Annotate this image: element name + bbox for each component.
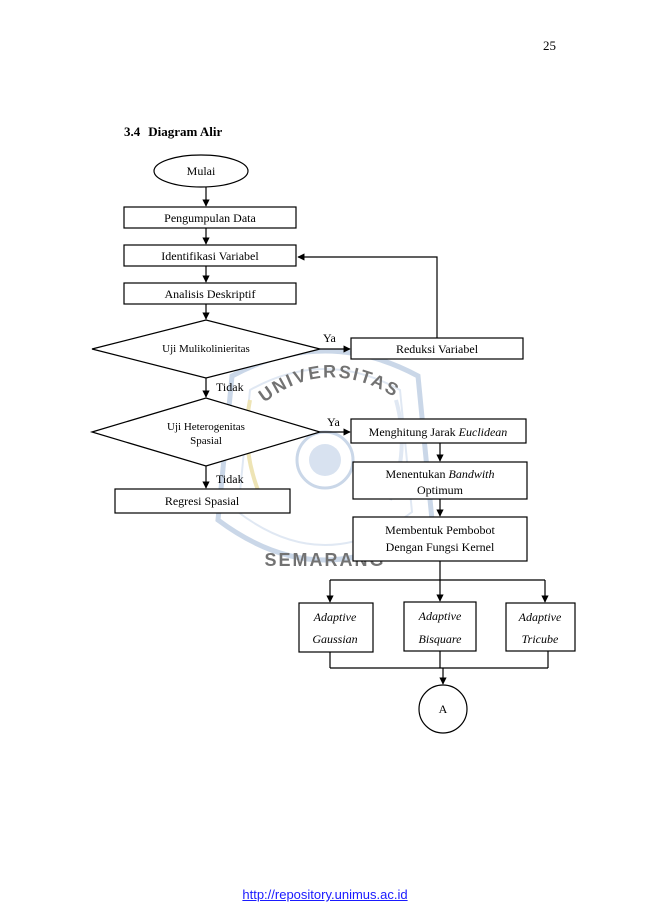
kernel-tricube-label-line1: Adaptive [518, 610, 562, 624]
yes-label-decision2: Ya [327, 415, 340, 429]
spatial-regression-label: Regresi Spasial [165, 494, 240, 508]
kernel-weight-label-line1: Membentuk Pembobot [385, 523, 495, 537]
kernel-weight-label-line2: Dengan Fungsi Kernel [386, 540, 495, 554]
multicollinearity-label: Uji Mulikolinieritas [162, 343, 250, 355]
start-label: Mulai [187, 164, 216, 178]
collect-data-label: Pengumpulan Data [164, 211, 256, 225]
kernel-gaussian-box [298, 602, 374, 653]
connector-label: A [439, 702, 448, 716]
kernel-bisquare-box [403, 601, 477, 652]
descriptive-analysis-label: Analisis Deskriptif [165, 287, 256, 301]
identify-variables-box [123, 244, 297, 267]
section-heading: 3.4 Diagram Alir [124, 124, 222, 140]
kernel-bisquare-label-line1: Adaptive [418, 609, 462, 623]
repository-link[interactable]: http://repository.unimus.ac.id [242, 887, 408, 902]
bandwidth-label-line1: Menentukan Bandwith [386, 467, 495, 481]
connector-circle [418, 684, 468, 734]
euclidean-distance-box [350, 418, 527, 444]
kernel-bisquare-label-line2: Bisquare [419, 632, 463, 646]
section-number: 3.4 [124, 124, 141, 139]
yes-label-decision1: Ya [323, 331, 336, 345]
descriptive-analysis-box [123, 282, 297, 305]
start-terminal [153, 154, 249, 188]
kernel-tricube-label-line2: Tricube [522, 632, 559, 646]
kernel-weight-box [352, 516, 528, 562]
kernel-tricube-box [505, 602, 576, 652]
kernel-gaussian-label-line2: Gaussian [312, 632, 357, 646]
bandwidth-box [352, 461, 528, 500]
section-title: Diagram Alir [148, 124, 223, 139]
spatial-regression-box [114, 488, 291, 514]
bandwidth-label-line2: Optimum [417, 483, 464, 497]
kernel-gaussian-label-line1: Adaptive [313, 610, 357, 624]
arrow-reduction-loop [297, 253, 438, 338]
no-label-decision1: Tidak [216, 380, 244, 394]
euclidean-label: Menghitung Jarak Euclidean [369, 425, 508, 439]
variable-reduction-label: Reduksi Variabel [396, 342, 479, 356]
no-label-decision2: Tidak [216, 472, 244, 486]
heterogeneity-label-line2: Spasial [190, 435, 222, 447]
page-number: 25 [543, 38, 556, 53]
heterogeneity-label-line1: Uji Heterogenitas [167, 421, 245, 433]
identify-variables-label: Identifikasi Variabel [161, 249, 259, 263]
collect-data-box [123, 206, 297, 229]
